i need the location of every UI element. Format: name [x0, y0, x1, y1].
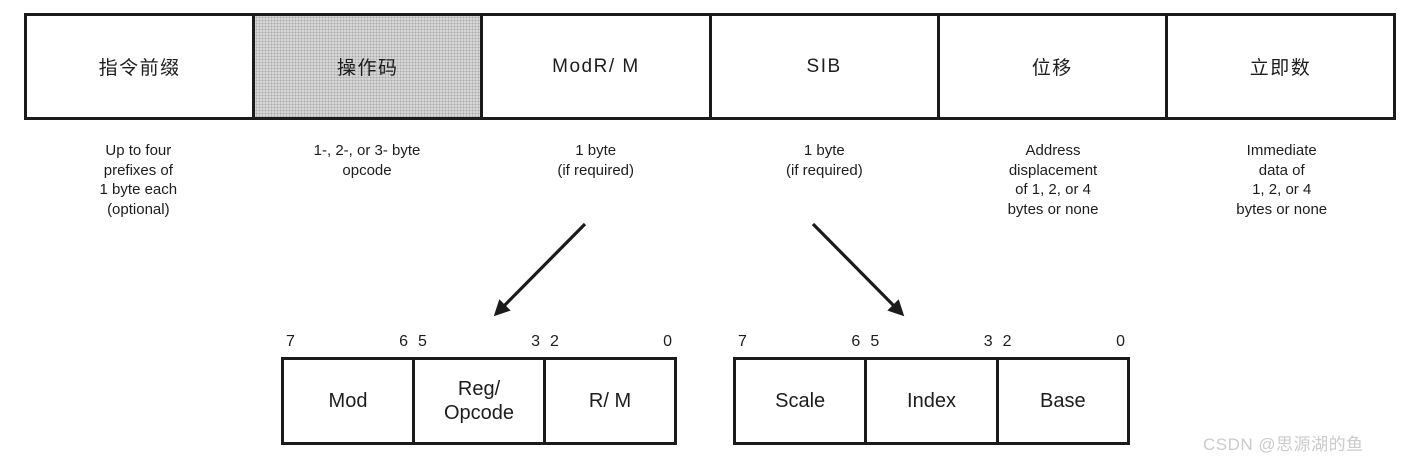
sib-bits-index: 5 3 — [865, 332, 997, 352]
bit-label: 2 — [1002, 333, 1012, 350]
modrm-cell-reg-opcode: Reg/ Opcode — [412, 360, 543, 442]
modrm-bits-reg: 5 3 — [413, 332, 545, 352]
instruction-fields-row: 指令前缀 操作码 ModR/ M SIB 位移 立即数 — [24, 13, 1396, 120]
bit-label: 0 — [663, 333, 672, 350]
sib-bits-scale: 7 6 — [733, 332, 865, 352]
arrow-sib-detail-icon — [811, 222, 905, 317]
desc-sib: 1 byte (if required) — [786, 142, 863, 179]
desc-modrm: 1 byte (if required) — [557, 142, 635, 179]
field-cell-displacement: 位移 — [936, 16, 1165, 117]
sib-bit-labels: 7 6 5 3 2 0 — [733, 332, 1130, 352]
bit-label: 7 — [738, 333, 747, 350]
modrm-bit-labels: 7 6 5 3 2 0 — [281, 332, 677, 352]
desc-displacement: Address displacement of 1, 2, or 4 bytes… — [1007, 142, 1099, 218]
modrm-byte-table: Mod Reg/ Opcode R/ M — [281, 357, 677, 445]
field-descriptions-row: Up to four prefixes of 1 byte each (opti… — [24, 141, 1396, 219]
bit-label: 6 — [399, 333, 408, 350]
field-label-modrm: ModR/ M — [552, 55, 640, 77]
field-cell-immediate: 立即数 — [1164, 16, 1394, 117]
field-cell-opcode: 操作码 — [252, 16, 481, 117]
sib-cell-base: Base — [995, 360, 1127, 442]
sib-cell-index: Index — [864, 360, 996, 442]
modrm-bits-mod: 7 6 — [281, 332, 413, 352]
bit-label: 7 — [286, 333, 295, 350]
sib-byte-table: Scale Index Base — [733, 357, 1130, 445]
bit-label: 2 — [550, 333, 559, 350]
field-cell-prefix: 指令前缀 — [27, 16, 253, 117]
sib-bits-base: 2 0 — [998, 332, 1130, 352]
modrm-cell-rm: R/ M — [543, 360, 674, 442]
field-label-sib: SIB — [806, 55, 842, 77]
bit-label: 3 — [531, 333, 540, 350]
sib-cell-scale: Scale — [736, 360, 865, 442]
field-cell-modrm: ModR/ M — [480, 16, 709, 117]
field-label-opcode: 操作码 — [337, 58, 399, 79]
field-label-prefix: 指令前缀 — [98, 58, 181, 79]
bit-label: 5 — [418, 333, 427, 350]
bit-label: 3 — [983, 333, 993, 350]
csdn-watermark: CSDN @思源湖的鱼 — [1203, 435, 1364, 454]
arrow-modrm-detail-icon — [493, 222, 587, 317]
desc-immediate: Immediate data of 1, 2, or 4 bytes or no… — [1236, 142, 1328, 218]
desc-opcode: 1-, 2-, or 3- byte opcode — [313, 142, 421, 179]
modrm-bits-rm: 2 0 — [545, 332, 677, 352]
bit-label: 0 — [1116, 333, 1125, 350]
field-label-displacement: 位移 — [1031, 58, 1073, 79]
bit-label: 6 — [851, 333, 861, 350]
field-label-immediate: 立即数 — [1249, 58, 1312, 79]
modrm-cell-mod: Mod — [284, 360, 412, 442]
bit-label: 5 — [870, 333, 880, 350]
desc-prefix: Up to four prefixes of 1 byte each (opti… — [99, 142, 178, 218]
field-cell-sib: SIB — [708, 16, 937, 117]
